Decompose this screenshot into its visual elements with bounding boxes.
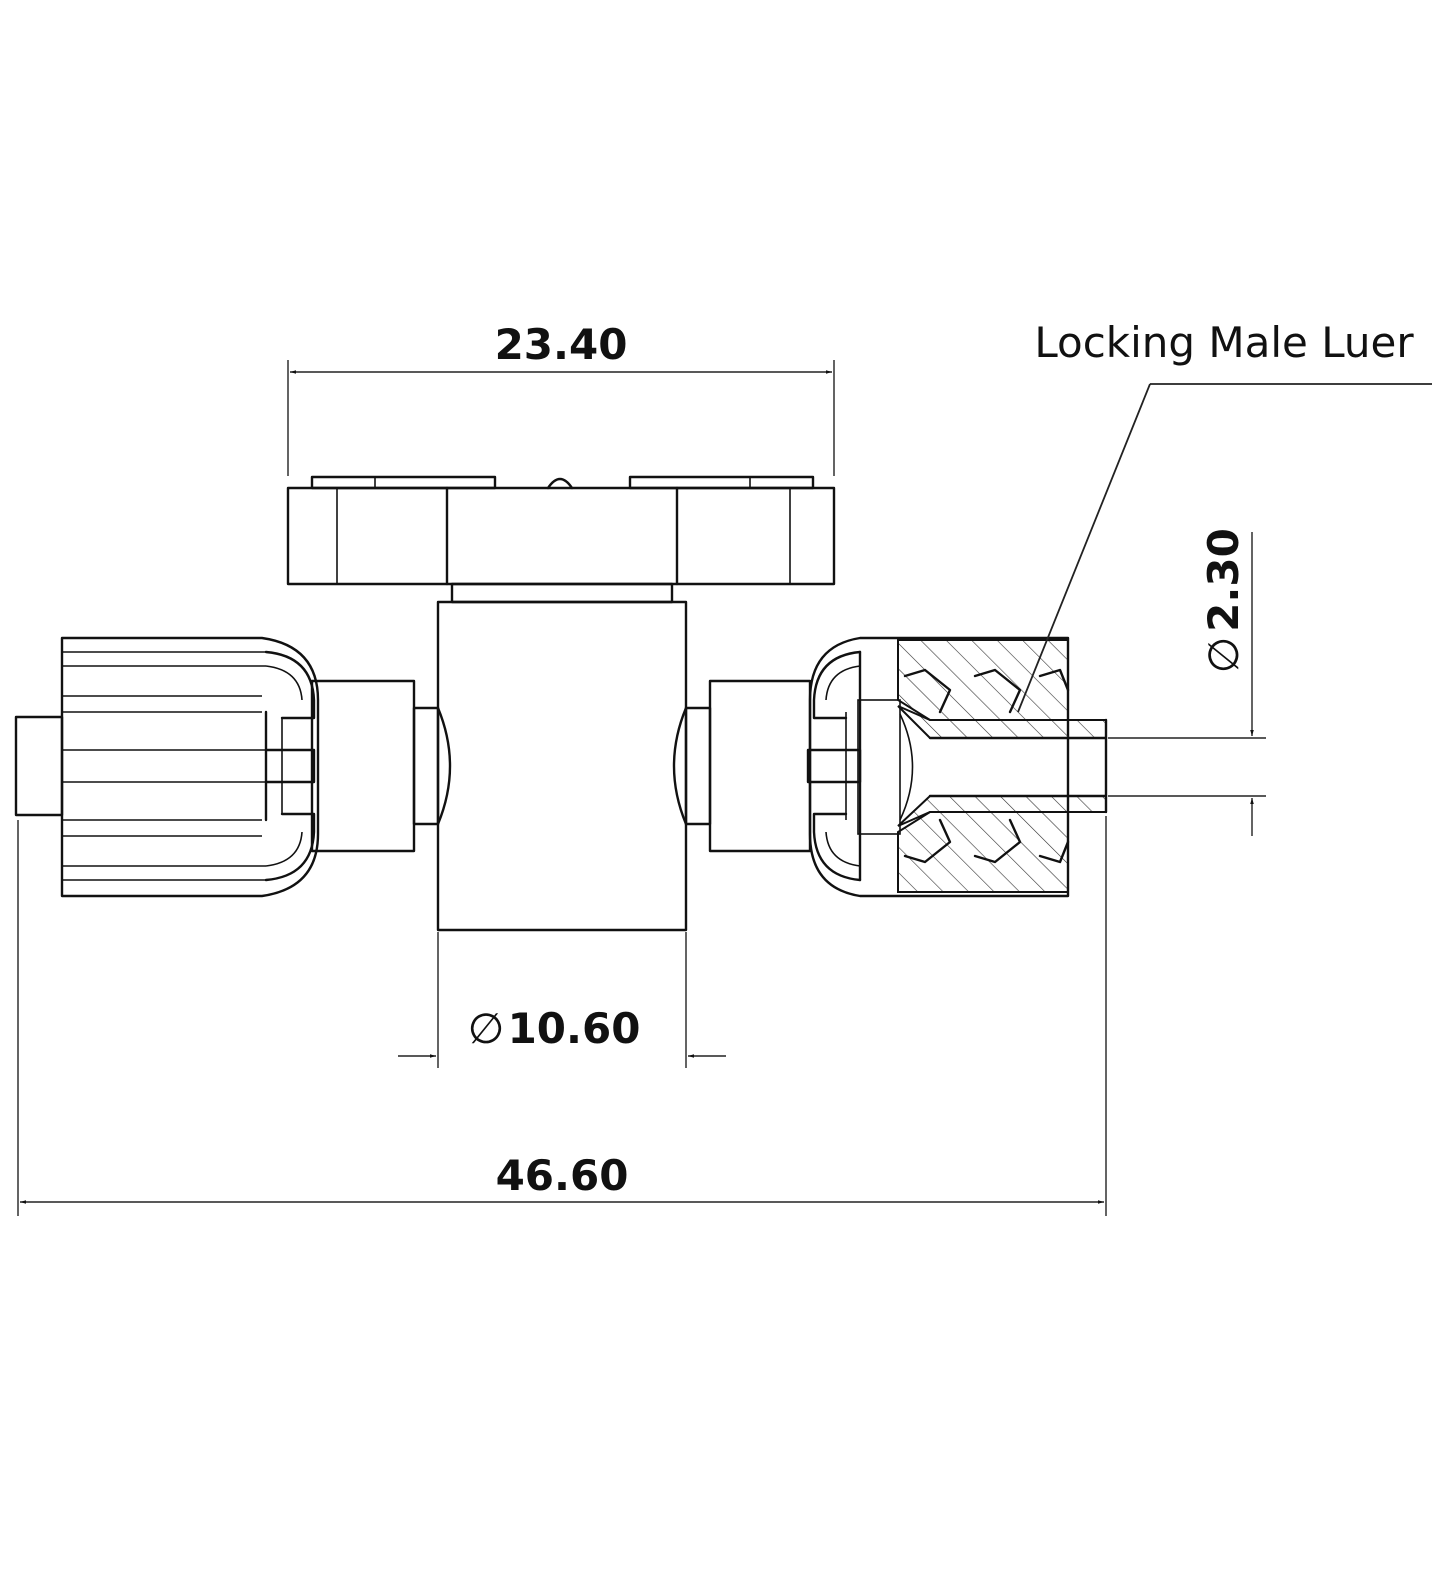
dimension-body-diameter-label: 10.60 <box>508 1004 641 1053</box>
dimension-handle-width-label: 23.40 <box>495 320 628 369</box>
right-luer-connector <box>684 636 1108 898</box>
callout-locking-male-luer: Locking Male Luer <box>1017 318 1432 713</box>
callout-label: Locking Male Luer <box>1034 318 1414 367</box>
valve-body <box>436 600 688 932</box>
body-diameter-symbol: ∅ <box>468 1004 505 1053</box>
valve-handle <box>286 475 836 604</box>
left-luer-connector <box>14 636 440 898</box>
dimension-body-diameter: ∅ 10.60 <box>398 932 726 1068</box>
dimension-handle-width: 23.40 <box>287 320 835 476</box>
dimension-overall-length-label: 46.60 <box>496 1151 629 1200</box>
bore-diameter-symbol: ∅ <box>1199 637 1248 674</box>
dimension-bore-diameter-label: 2.30 <box>1199 528 1248 632</box>
dimension-bore-diameter: ∅ 2.30 <box>1108 528 1266 836</box>
dimension-overall-length: 46.60 <box>17 816 1107 1216</box>
